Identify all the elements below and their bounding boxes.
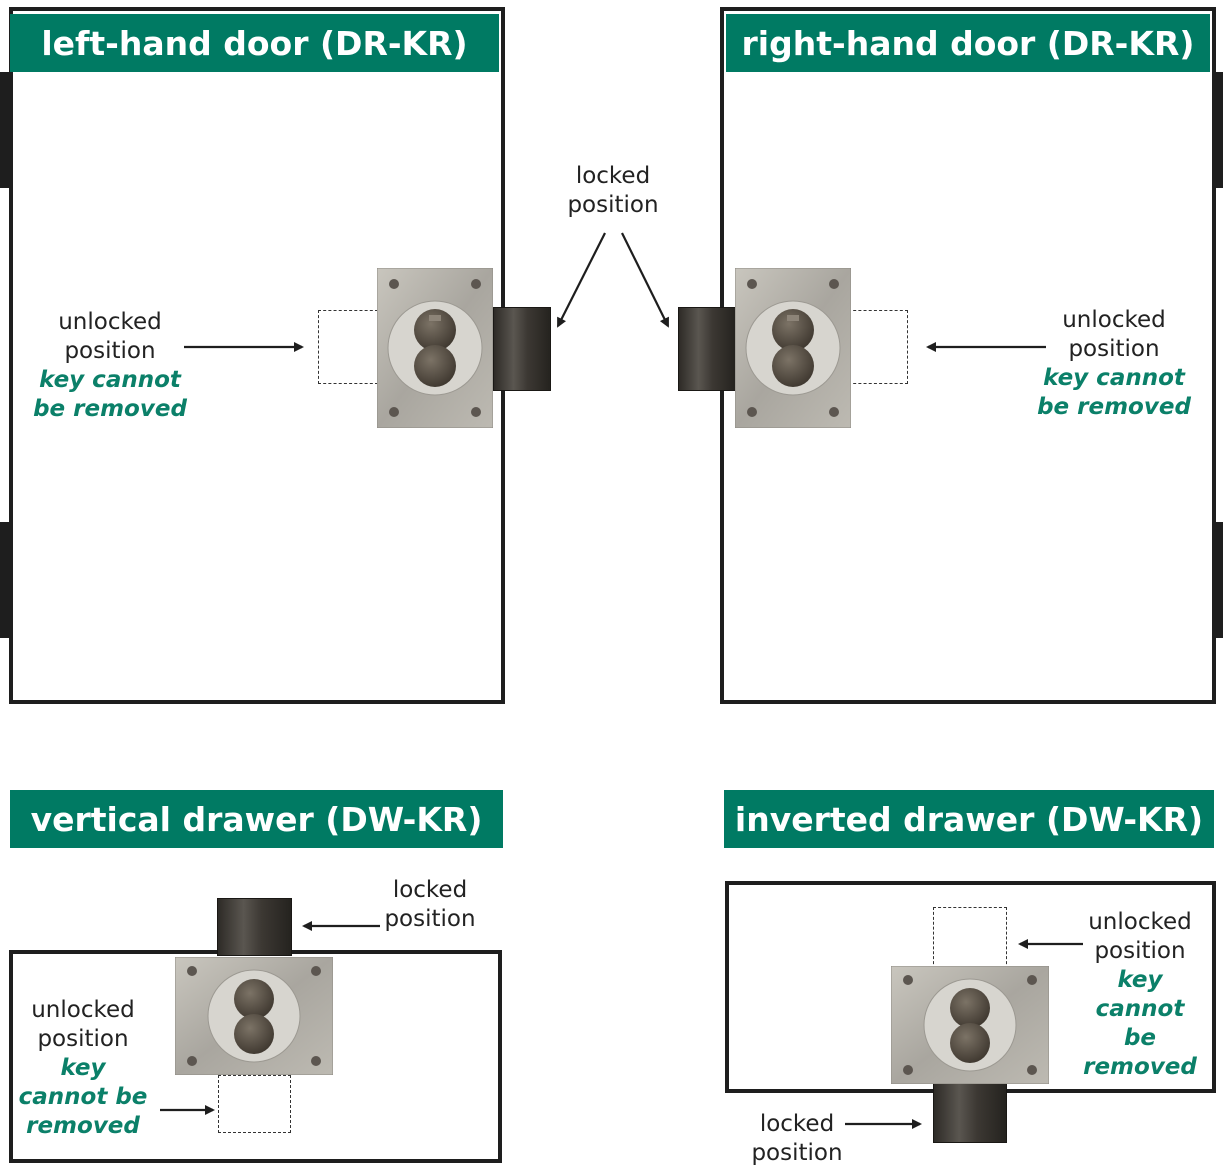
inverted-drawer-locked-bolt (933, 1083, 1007, 1143)
vertical-drawer-unlocked-bolt-outline (218, 1075, 291, 1133)
inverted-drawer-title: inverted drawer (DW-KR) (724, 790, 1214, 848)
left-door-title: left-hand door (DR-KR) (10, 14, 499, 72)
label-line: unlocked (58, 309, 162, 335)
arrow-locked-to-right-bolt (621, 232, 669, 328)
warning-line: key cannot (1043, 365, 1185, 391)
warning-line: removed (26, 1113, 140, 1139)
hinge-left-bottom (0, 522, 10, 638)
label-line: position (567, 192, 659, 218)
warning-line: key (60, 1055, 106, 1081)
vertical-drawer-locked-bolt (217, 898, 292, 956)
label-line: locked (392, 877, 468, 903)
label-line: locked (575, 163, 651, 189)
warning-line: key cannot (39, 367, 181, 393)
arrow-locked-to-left-bolt (557, 232, 606, 328)
label-line: unlocked (31, 997, 135, 1023)
inverted-drawer-lock (891, 966, 1049, 1084)
doors-locked-label: locked position (543, 162, 683, 220)
inverted-drawer-unlocked-label: unlocked position key cannot be removed (1076, 908, 1204, 1082)
warning-line: be removed (1037, 394, 1191, 420)
left-door-locked-bolt (493, 307, 551, 391)
label-line: position (384, 906, 476, 932)
warning-line: removed (1083, 1054, 1197, 1080)
warning-line: key (1117, 967, 1163, 993)
right-door-title: right-hand door (DR-KR) (726, 14, 1210, 72)
label-line: locked (759, 1111, 835, 1137)
vertical-drawer-lock (175, 957, 333, 1075)
label-line: unlocked (1088, 909, 1192, 935)
label-line: position (37, 1026, 129, 1052)
hinge-right-bottom (1214, 522, 1223, 638)
label-line: unlocked (1062, 307, 1166, 333)
right-door-locked-bolt (678, 307, 736, 391)
label-line: position (751, 1140, 843, 1166)
label-line: position (64, 338, 156, 364)
right-door-unlocked-label: unlocked position key cannot be removed (1024, 306, 1204, 422)
vertical-drawer-unlocked-label: unlocked position key cannot be removed (18, 996, 148, 1141)
inverted-drawer-locked-label: locked position (737, 1110, 857, 1168)
warning-line: be removed (33, 396, 187, 422)
warning-line: cannot be (1095, 996, 1185, 1051)
warning-line: cannot be (18, 1084, 148, 1110)
vertical-drawer-locked-label: locked position (370, 876, 490, 934)
hinge-left-top (0, 72, 10, 188)
label-line: position (1094, 938, 1186, 964)
label-line: position (1068, 336, 1160, 362)
hinge-right-top (1214, 72, 1223, 188)
vertical-drawer-title: vertical drawer (DW-KR) (10, 790, 503, 848)
left-door-unlocked-label: unlocked position key cannot be removed (20, 308, 200, 424)
